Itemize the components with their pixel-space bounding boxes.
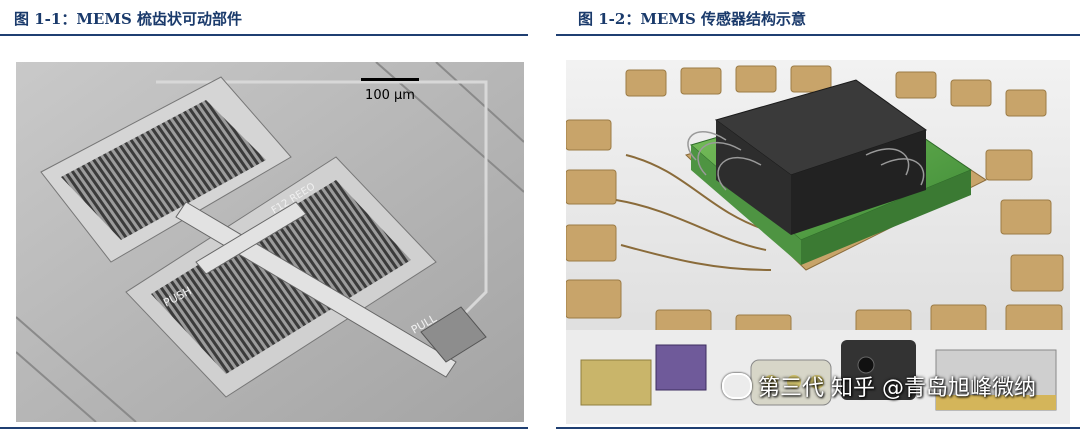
- sem-comb-drive-image: PUSH PULL F12 REEO 100 μm: [16, 62, 524, 422]
- chat-bubble-icon: [722, 373, 752, 399]
- watermark: 第三代 知乎 @青岛旭峰微纳: [722, 370, 1036, 402]
- mems-sensor-structure-image: 第三代 知乎 @青岛旭峰微纳: [566, 60, 1070, 424]
- figure-1-1-caption: 图 1-1：MEMS 梳齿状可动部件: [14, 10, 243, 28]
- caption-rule: [0, 34, 528, 36]
- scale-bar: [361, 78, 419, 81]
- bottom-rule: [556, 427, 1080, 429]
- figure-1-1: 图 1-1：MEMS 梳齿状可动部件: [0, 0, 528, 437]
- watermark-text: 第三代 知乎 @青岛旭峰微纳: [758, 376, 1036, 401]
- figure-1-2-caption: 图 1-2：MEMS 传感器结构示意: [578, 10, 807, 28]
- caption-rule: [556, 34, 1080, 36]
- figure-1-2: 图 1-2：MEMS 传感器结构示意: [556, 0, 1080, 437]
- bottom-rule: [0, 427, 528, 429]
- scale-bar-label: 100 μm: [365, 88, 415, 103]
